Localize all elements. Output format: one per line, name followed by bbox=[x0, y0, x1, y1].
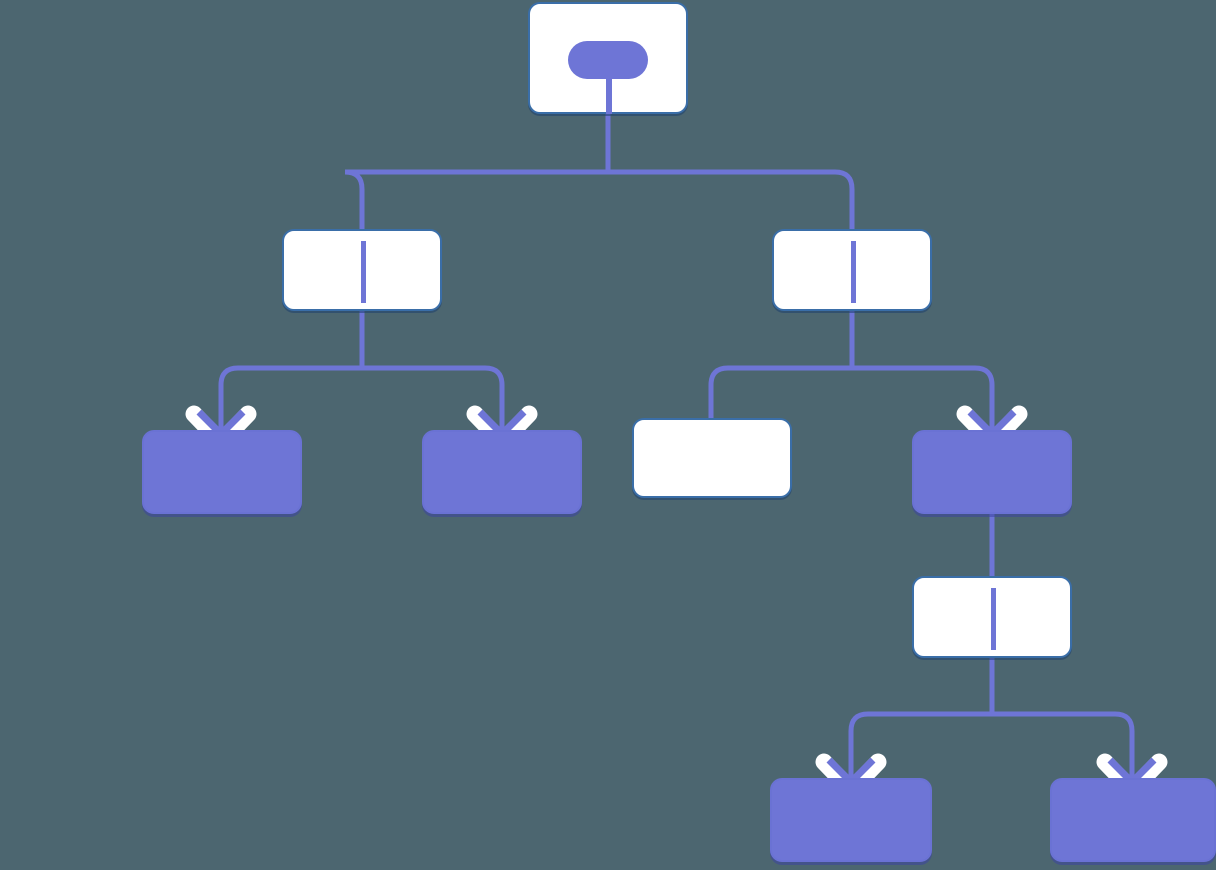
edge-l3-to-a bbox=[848, 711, 992, 788]
node-n-l1-right-through-line bbox=[851, 241, 856, 303]
node-n-l2-c[interactable] bbox=[632, 418, 792, 498]
node-n-l4-a[interactable] bbox=[770, 778, 932, 862]
edge-right-to-c bbox=[708, 365, 852, 418]
edge-l3-to-b bbox=[992, 711, 1135, 788]
node-root-stem bbox=[606, 79, 612, 114]
node-n-l4-b[interactable] bbox=[1050, 778, 1216, 862]
node-n-l3[interactable] bbox=[912, 576, 1072, 658]
node-n-l2-b[interactable] bbox=[422, 430, 582, 514]
node-root-pill bbox=[568, 41, 648, 79]
node-n-l3-through-line bbox=[991, 588, 996, 650]
node-n-l1-left-through-line bbox=[361, 241, 366, 303]
node-n-l2-d[interactable] bbox=[912, 430, 1072, 514]
node-n-l2-a[interactable] bbox=[142, 430, 302, 514]
node-root[interactable] bbox=[528, 2, 688, 114]
node-n-l1-right[interactable] bbox=[772, 229, 932, 311]
node-n-l1-left[interactable] bbox=[282, 229, 442, 311]
